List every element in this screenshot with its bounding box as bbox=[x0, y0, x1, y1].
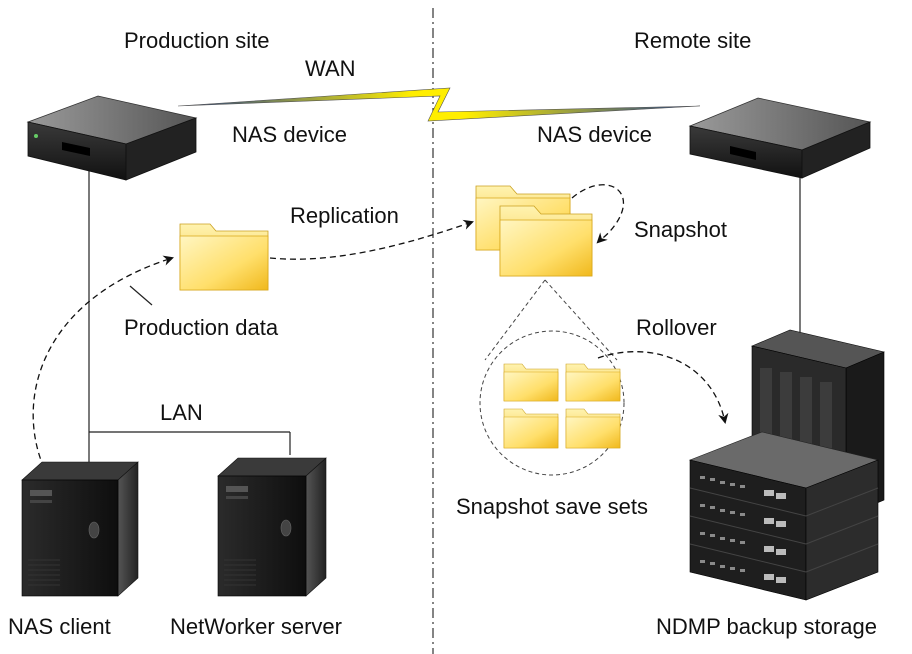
remote-site-label: Remote site bbox=[634, 28, 752, 53]
nas-device-right-icon bbox=[688, 97, 872, 179]
replica-folders-icon bbox=[475, 185, 593, 277]
zoom-lines bbox=[484, 279, 618, 361]
wan-label: WAN bbox=[305, 56, 356, 81]
snapshot-save-sets-group bbox=[479, 330, 625, 476]
nas-device-left-icon bbox=[26, 95, 198, 181]
save-set-folder-icon bbox=[565, 363, 621, 402]
network-lines bbox=[88, 160, 801, 470]
ndmp-backup-storage-icon bbox=[688, 329, 885, 601]
save-set-folder-icon bbox=[503, 408, 559, 449]
networker-server-label: NetWorker server bbox=[170, 614, 342, 639]
lan-label: LAN bbox=[160, 400, 203, 425]
rollover-label: Rollover bbox=[636, 315, 717, 340]
nas-client-label: NAS client bbox=[8, 614, 111, 639]
replication-label: Replication bbox=[290, 203, 399, 228]
production-data-label: Production data bbox=[124, 315, 279, 340]
replication-arrow bbox=[269, 219, 474, 260]
ndmp-backup-storage-label: NDMP backup storage bbox=[656, 614, 877, 639]
client-to-data-arrow bbox=[32, 255, 174, 469]
production-site-label: Production site bbox=[124, 28, 270, 53]
nas-device-left-label: NAS device bbox=[232, 122, 347, 147]
flow-arrows bbox=[32, 184, 729, 469]
networker-server-tower-icon bbox=[217, 457, 327, 597]
nas-device-right-label: NAS device bbox=[537, 122, 652, 147]
nas-client-tower-icon bbox=[21, 461, 139, 597]
save-set-folder-icon bbox=[565, 408, 621, 449]
wan-link bbox=[177, 87, 701, 122]
production-data-folder-icon bbox=[179, 223, 269, 291]
snapshot-save-sets-label: Snapshot save sets bbox=[456, 494, 649, 519]
snapshot-label: Snapshot bbox=[634, 217, 727, 242]
save-set-folder-icon bbox=[503, 363, 559, 402]
rollover-arrow bbox=[597, 351, 729, 425]
